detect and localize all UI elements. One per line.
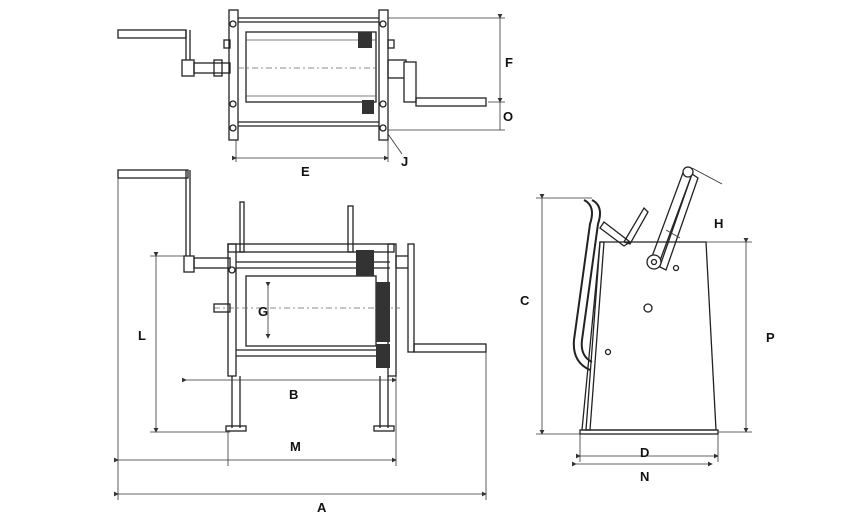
side-view bbox=[572, 166, 719, 435]
dimension-label-p: P bbox=[766, 330, 775, 345]
dimension-label-b: B bbox=[289, 387, 298, 402]
dimension-label-d: D bbox=[640, 445, 649, 460]
top-view bbox=[117, 9, 487, 141]
dimension-label-c: C bbox=[520, 293, 530, 308]
dimension-label-j: J bbox=[401, 154, 408, 169]
front-view bbox=[117, 169, 487, 432]
dimension-label-n: N bbox=[640, 469, 649, 484]
side-view-dimensions bbox=[536, 167, 752, 467]
dimension-label-g: G bbox=[258, 304, 268, 319]
dimension-label-o: O bbox=[503, 109, 513, 124]
dimension-label-e: E bbox=[301, 164, 310, 179]
dimension-label-m: M bbox=[290, 439, 301, 454]
dimension-label-a: A bbox=[317, 500, 327, 515]
top-view-dimensions bbox=[232, 14, 505, 162]
front-view-dimensions bbox=[114, 178, 487, 500]
dimension-label-f: F bbox=[505, 55, 513, 70]
dimension-label-l: L bbox=[138, 328, 146, 343]
dimension-label-h: H bbox=[714, 216, 723, 231]
